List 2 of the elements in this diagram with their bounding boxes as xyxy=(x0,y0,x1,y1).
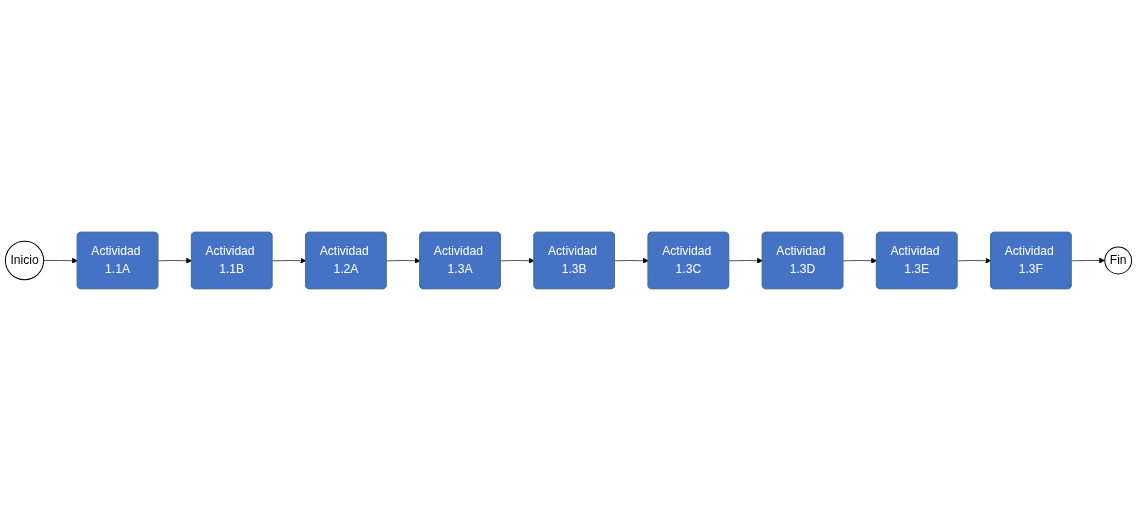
node-circle: Fin xyxy=(1104,246,1133,275)
node-circle: Inicio xyxy=(4,240,45,281)
